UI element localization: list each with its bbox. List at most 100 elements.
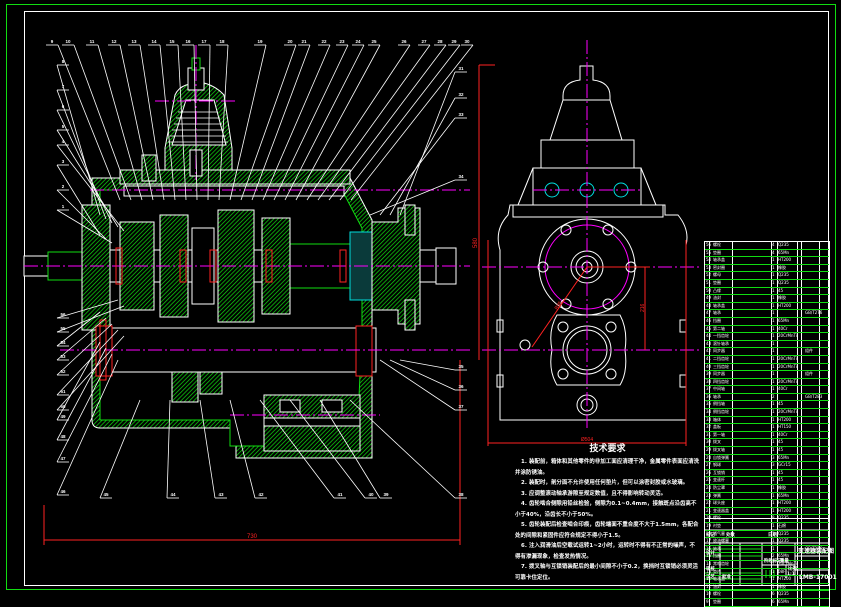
parts-list-divider [819, 348, 820, 355]
parts-list-divider [732, 538, 733, 545]
parts-list-cell-note: GB/T283 [805, 393, 823, 399]
parts-list-cell-name: 油封 [713, 295, 721, 301]
parts-list-cell-qty: 1 [772, 317, 775, 323]
parts-list-cell-qty: 1 [772, 272, 775, 278]
parts-list-divider [771, 325, 772, 333]
parts-list-divider [819, 393, 820, 401]
parts-list-cell-name: 盖板 [713, 424, 721, 430]
parts-list-cell-no: 15 [706, 553, 712, 559]
parts-list-divider [732, 424, 733, 431]
parts-list-cell-no: 49 [706, 295, 712, 301]
parts-list-divider [819, 500, 820, 507]
parts-list-divider [771, 454, 772, 462]
parts-list-divider [732, 469, 733, 477]
parts-list-cell-name: 轴承 [713, 545, 721, 551]
parts-list-divider [777, 416, 778, 424]
parts-list-divider [771, 568, 772, 576]
part-balloon-number: 14 [151, 39, 157, 44]
parts-list-cell-name: 四挡齿轮 [713, 378, 729, 384]
parts-list-divider [771, 317, 772, 325]
parts-list-divider [732, 333, 733, 340]
parts-list-divider [829, 598, 830, 606]
parts-list-divider [797, 545, 798, 553]
parts-list-divider [771, 576, 772, 583]
leader-line [177, 44, 187, 201]
parts-list-cell-name: 密封圈 [713, 264, 725, 270]
parts-list-divider [797, 272, 798, 279]
parts-list-divider [829, 591, 830, 598]
parts-list-cell-qty: 1 [772, 560, 775, 566]
parts-list-divider [709, 454, 710, 462]
parts-list-cell-qty: 6 [772, 598, 775, 604]
part-balloon-number: 23 [339, 39, 345, 44]
parts-list-cell-qty: 1 [772, 310, 775, 316]
parts-list-divider [829, 371, 830, 378]
parts-list-divider [709, 431, 710, 439]
parts-list-divider [797, 401, 798, 409]
parts-list-divider [709, 264, 710, 272]
side-housing [497, 204, 688, 421]
parts-list-divider [709, 393, 710, 401]
parts-list-divider [777, 469, 778, 477]
parts-list-divider [771, 272, 772, 279]
parts-list-divider [732, 522, 733, 530]
parts-list-cell-no: 51 [706, 279, 712, 285]
parts-list-divider [801, 439, 802, 447]
parts-list-cell-note: GB/T276 [805, 310, 823, 316]
side-dim-radial-label: R95 [554, 300, 564, 311]
title-block-process-label: 工艺 [706, 575, 715, 580]
parts-list-divider [819, 242, 820, 249]
parts-list-divider [732, 257, 733, 264]
leader-line [207, 44, 211, 201]
leader-line [389, 359, 456, 391]
title-block-designer-label: 设计 [706, 551, 715, 556]
parts-list-divider [797, 462, 798, 469]
parts-list-divider [732, 302, 733, 310]
part-balloon-number: 56 [60, 312, 66, 317]
title-block-count-label: 处数 [726, 533, 735, 538]
parts-list-cell-no: 13 [706, 568, 712, 574]
parts-list-divider [801, 340, 802, 348]
leader-line [56, 323, 113, 376]
parts-list-divider [819, 598, 820, 606]
parts-list-cell-material: 08F [778, 568, 786, 574]
parts-list-divider [819, 583, 820, 591]
parts-list-divider [777, 401, 778, 409]
parts-list-divider [797, 485, 798, 492]
parts-list-cell-no: 38 [706, 378, 712, 384]
parts-list-divider [819, 545, 820, 553]
parts-list-divider [709, 295, 710, 302]
parts-list-divider [771, 530, 772, 538]
parts-list-divider [777, 378, 778, 386]
parts-list-divider [819, 287, 820, 295]
parts-list-divider [771, 386, 772, 393]
parts-list-divider [732, 560, 733, 568]
parts-list-divider [732, 371, 733, 378]
parts-list-divider [771, 371, 772, 378]
parts-list-divider [797, 598, 798, 606]
part-balloon-number: 46 [60, 489, 66, 494]
parts-list-cell-no: 26 [706, 469, 712, 475]
part-balloon-number: 31 [458, 66, 464, 71]
parts-list-divider [709, 530, 710, 538]
parts-list-divider [829, 538, 830, 545]
parts-list-divider [801, 522, 802, 530]
leader-line [229, 399, 256, 499]
parts-list-cell-material: Q235 [778, 591, 789, 597]
parts-list-divider [732, 598, 733, 606]
part-balloon-number: 38 [458, 492, 464, 497]
parts-list-divider [709, 485, 710, 492]
parts-list-cell-qty: 4 [772, 249, 775, 255]
parts-list-divider [801, 287, 802, 295]
parts-list-divider [829, 560, 830, 568]
parts-list-divider [801, 378, 802, 386]
parts-list-cell-qty: 1 [772, 287, 775, 293]
parts-list-divider [801, 272, 802, 279]
parts-list-divider [732, 348, 733, 355]
parts-list-divider [801, 431, 802, 439]
parts-list-cell-material: 40Cr [778, 386, 788, 392]
